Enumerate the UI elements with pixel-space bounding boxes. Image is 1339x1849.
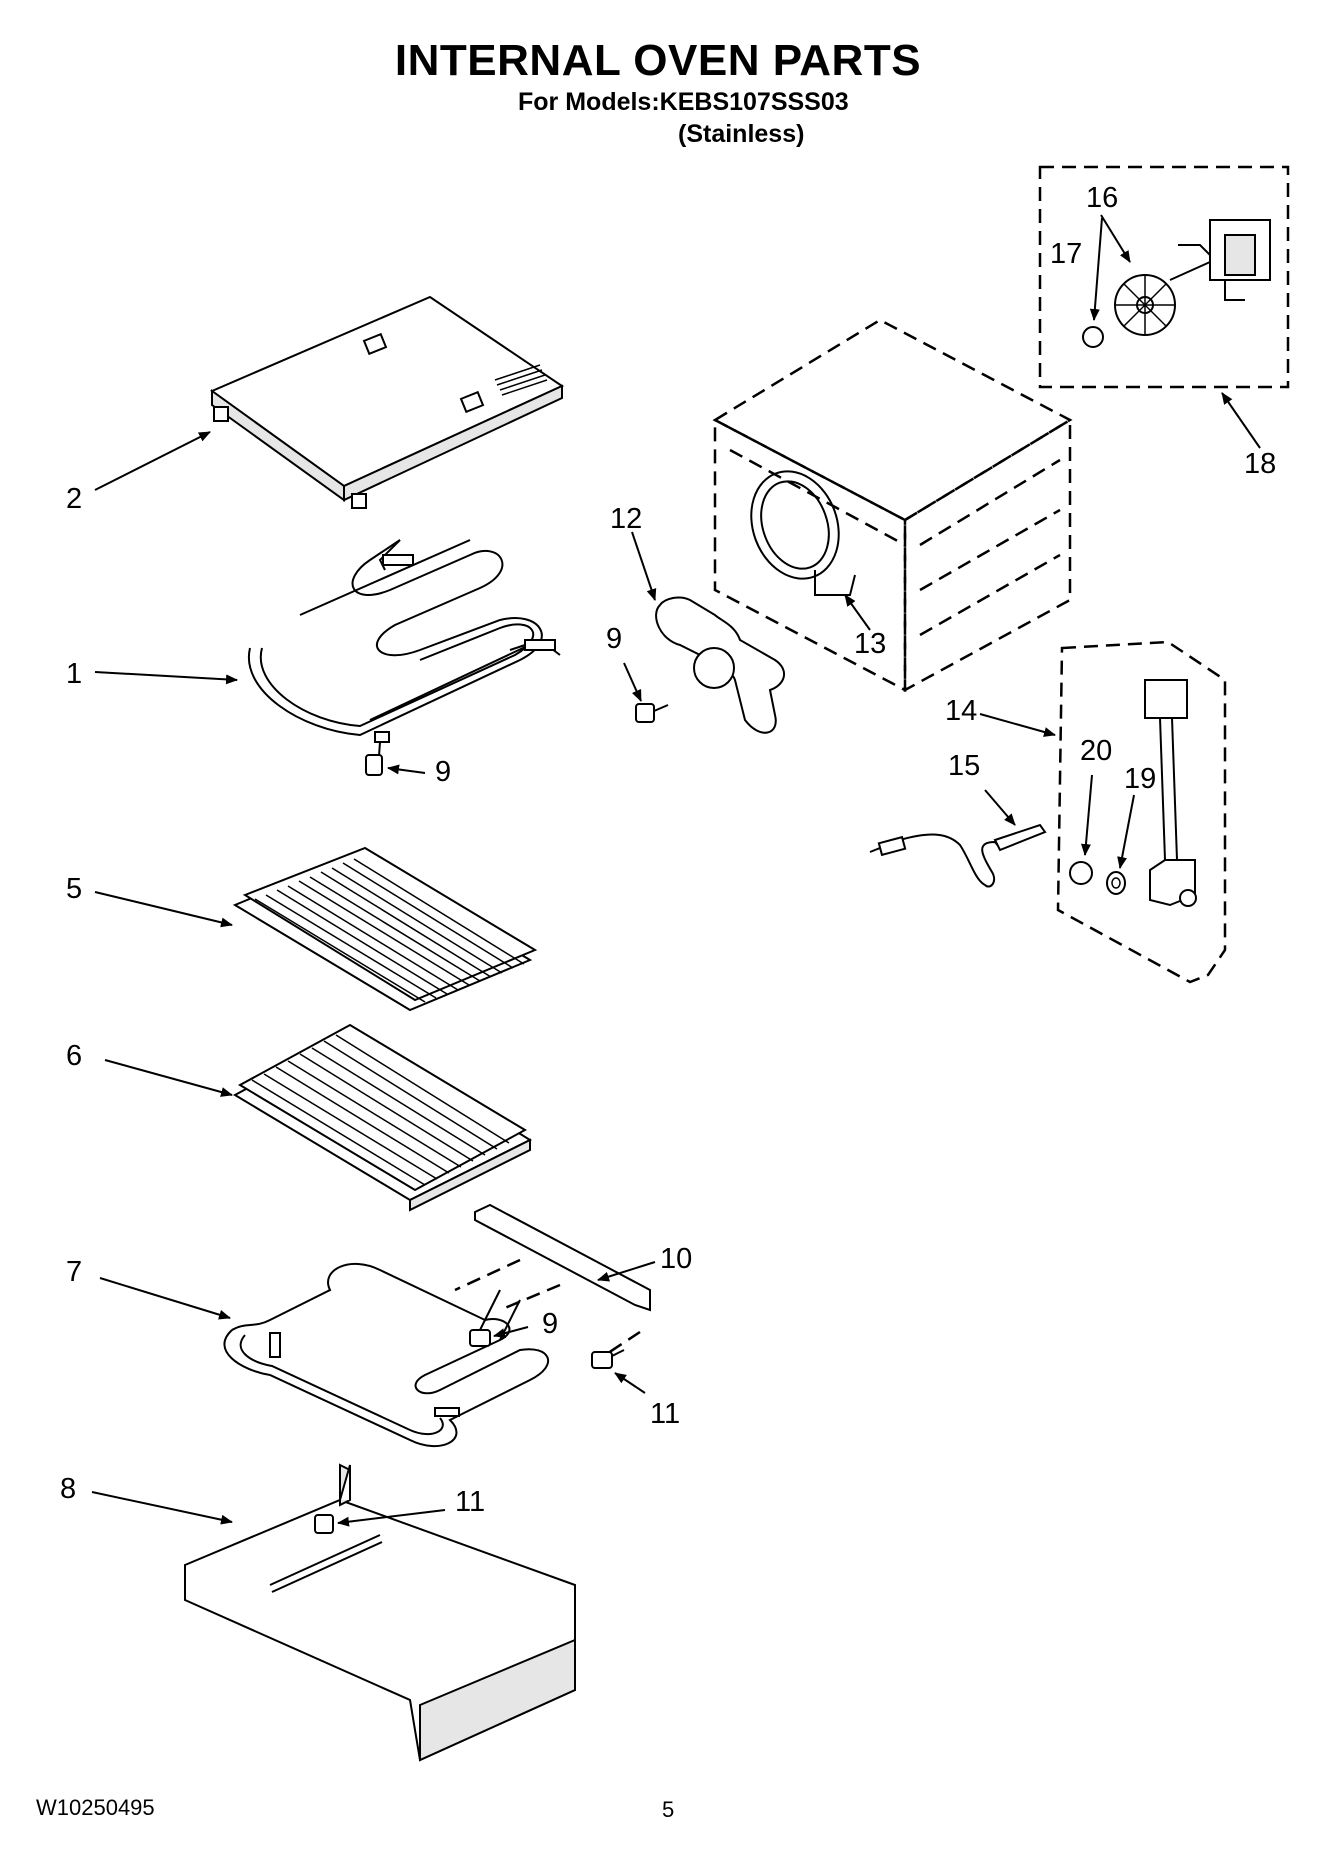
callout-20: 20	[1080, 735, 1113, 767]
leader-5	[94, 891, 233, 928]
leader-13	[844, 594, 871, 631]
part-1-broil-element	[247, 539, 561, 771]
callout-8: 8	[60, 1473, 77, 1505]
callout-19: 19	[1124, 763, 1157, 795]
part-5-oven-rack	[232, 846, 538, 1012]
part-10-bracket	[474, 1203, 651, 1312]
leader-12	[631, 531, 657, 601]
part-19-washer	[1106, 871, 1126, 895]
leader-7	[99, 1277, 231, 1320]
assembly-line-10b	[499, 1283, 561, 1312]
door-latch	[1144, 679, 1197, 907]
finish-label: (Stainless)	[678, 120, 805, 148]
part-17-nut	[1082, 326, 1104, 348]
part-6-roller-rack	[232, 1023, 533, 1212]
callout-1: 1	[66, 658, 83, 690]
callout-15: 15	[948, 750, 981, 782]
leader-1	[94, 671, 238, 685]
callout-18: 18	[1244, 448, 1277, 480]
part-11-screw-upper	[591, 1349, 625, 1369]
callout-9b: 9	[606, 623, 623, 655]
leader-11a	[614, 1372, 646, 1394]
part-9-screw-fan	[635, 703, 669, 723]
leader-6	[104, 1059, 233, 1097]
part-9-screw-lower	[469, 1329, 491, 1347]
model-number: For Models:KEBS107SSS03	[518, 88, 849, 116]
leader-10	[597, 1261, 656, 1282]
part-9-screw-upper	[365, 754, 383, 776]
leader-8	[91, 1491, 233, 1525]
callout-16: 16	[1086, 182, 1119, 214]
callout-12: 12	[610, 503, 643, 535]
part-15-meat-probe	[869, 823, 1047, 888]
callout-13: 13	[854, 628, 887, 660]
leader-11b	[337, 1509, 446, 1527]
oven-cavity-outline	[712, 318, 1073, 693]
assembly-line-10a	[454, 1258, 521, 1292]
part-12-fan-shield	[655, 596, 785, 734]
leader-16	[1100, 214, 1131, 263]
page-number: 5	[662, 1797, 675, 1822]
callout-6: 6	[66, 1040, 83, 1072]
part-2-top-panel	[209, 295, 565, 509]
part-7-bake-element	[223, 1262, 550, 1448]
part-8-bake-element-cover	[184, 1463, 576, 1762]
callout-17: 17	[1050, 238, 1083, 270]
leader-18	[1221, 392, 1261, 449]
part-14-door-latch-assembly	[1056, 640, 1227, 984]
callout-11b: 11	[455, 1486, 486, 1518]
part-13-convection-element	[750, 470, 856, 596]
leader-9c	[493, 1326, 529, 1339]
document-number: W10250495	[36, 1795, 155, 1820]
page-title: INTERNAL OVEN PARTS	[394, 36, 922, 85]
callout-9a: 9	[435, 756, 452, 788]
callout-9c: 9	[542, 1308, 559, 1340]
callout-10: 10	[660, 1243, 693, 1275]
leader-20	[1080, 774, 1093, 856]
leader-19	[1117, 794, 1135, 869]
assembly-line-11	[604, 1330, 641, 1357]
convection-motor	[1169, 219, 1271, 301]
leader-2	[94, 431, 211, 491]
leader-14	[979, 713, 1056, 737]
callout-11a: 11	[650, 1398, 681, 1430]
callout-2: 2	[66, 483, 83, 515]
part-18-convection-motor-assembly	[1038, 165, 1290, 389]
leader-9a	[387, 764, 426, 775]
callout-5: 5	[66, 873, 83, 905]
leader-17	[1089, 217, 1103, 321]
callout-14: 14	[945, 695, 978, 727]
callout-7: 7	[66, 1256, 83, 1288]
leader-15	[984, 789, 1016, 826]
part-16-fan-blade	[1114, 274, 1176, 336]
leader-9b	[623, 662, 642, 702]
part-20-nut	[1069, 861, 1093, 885]
